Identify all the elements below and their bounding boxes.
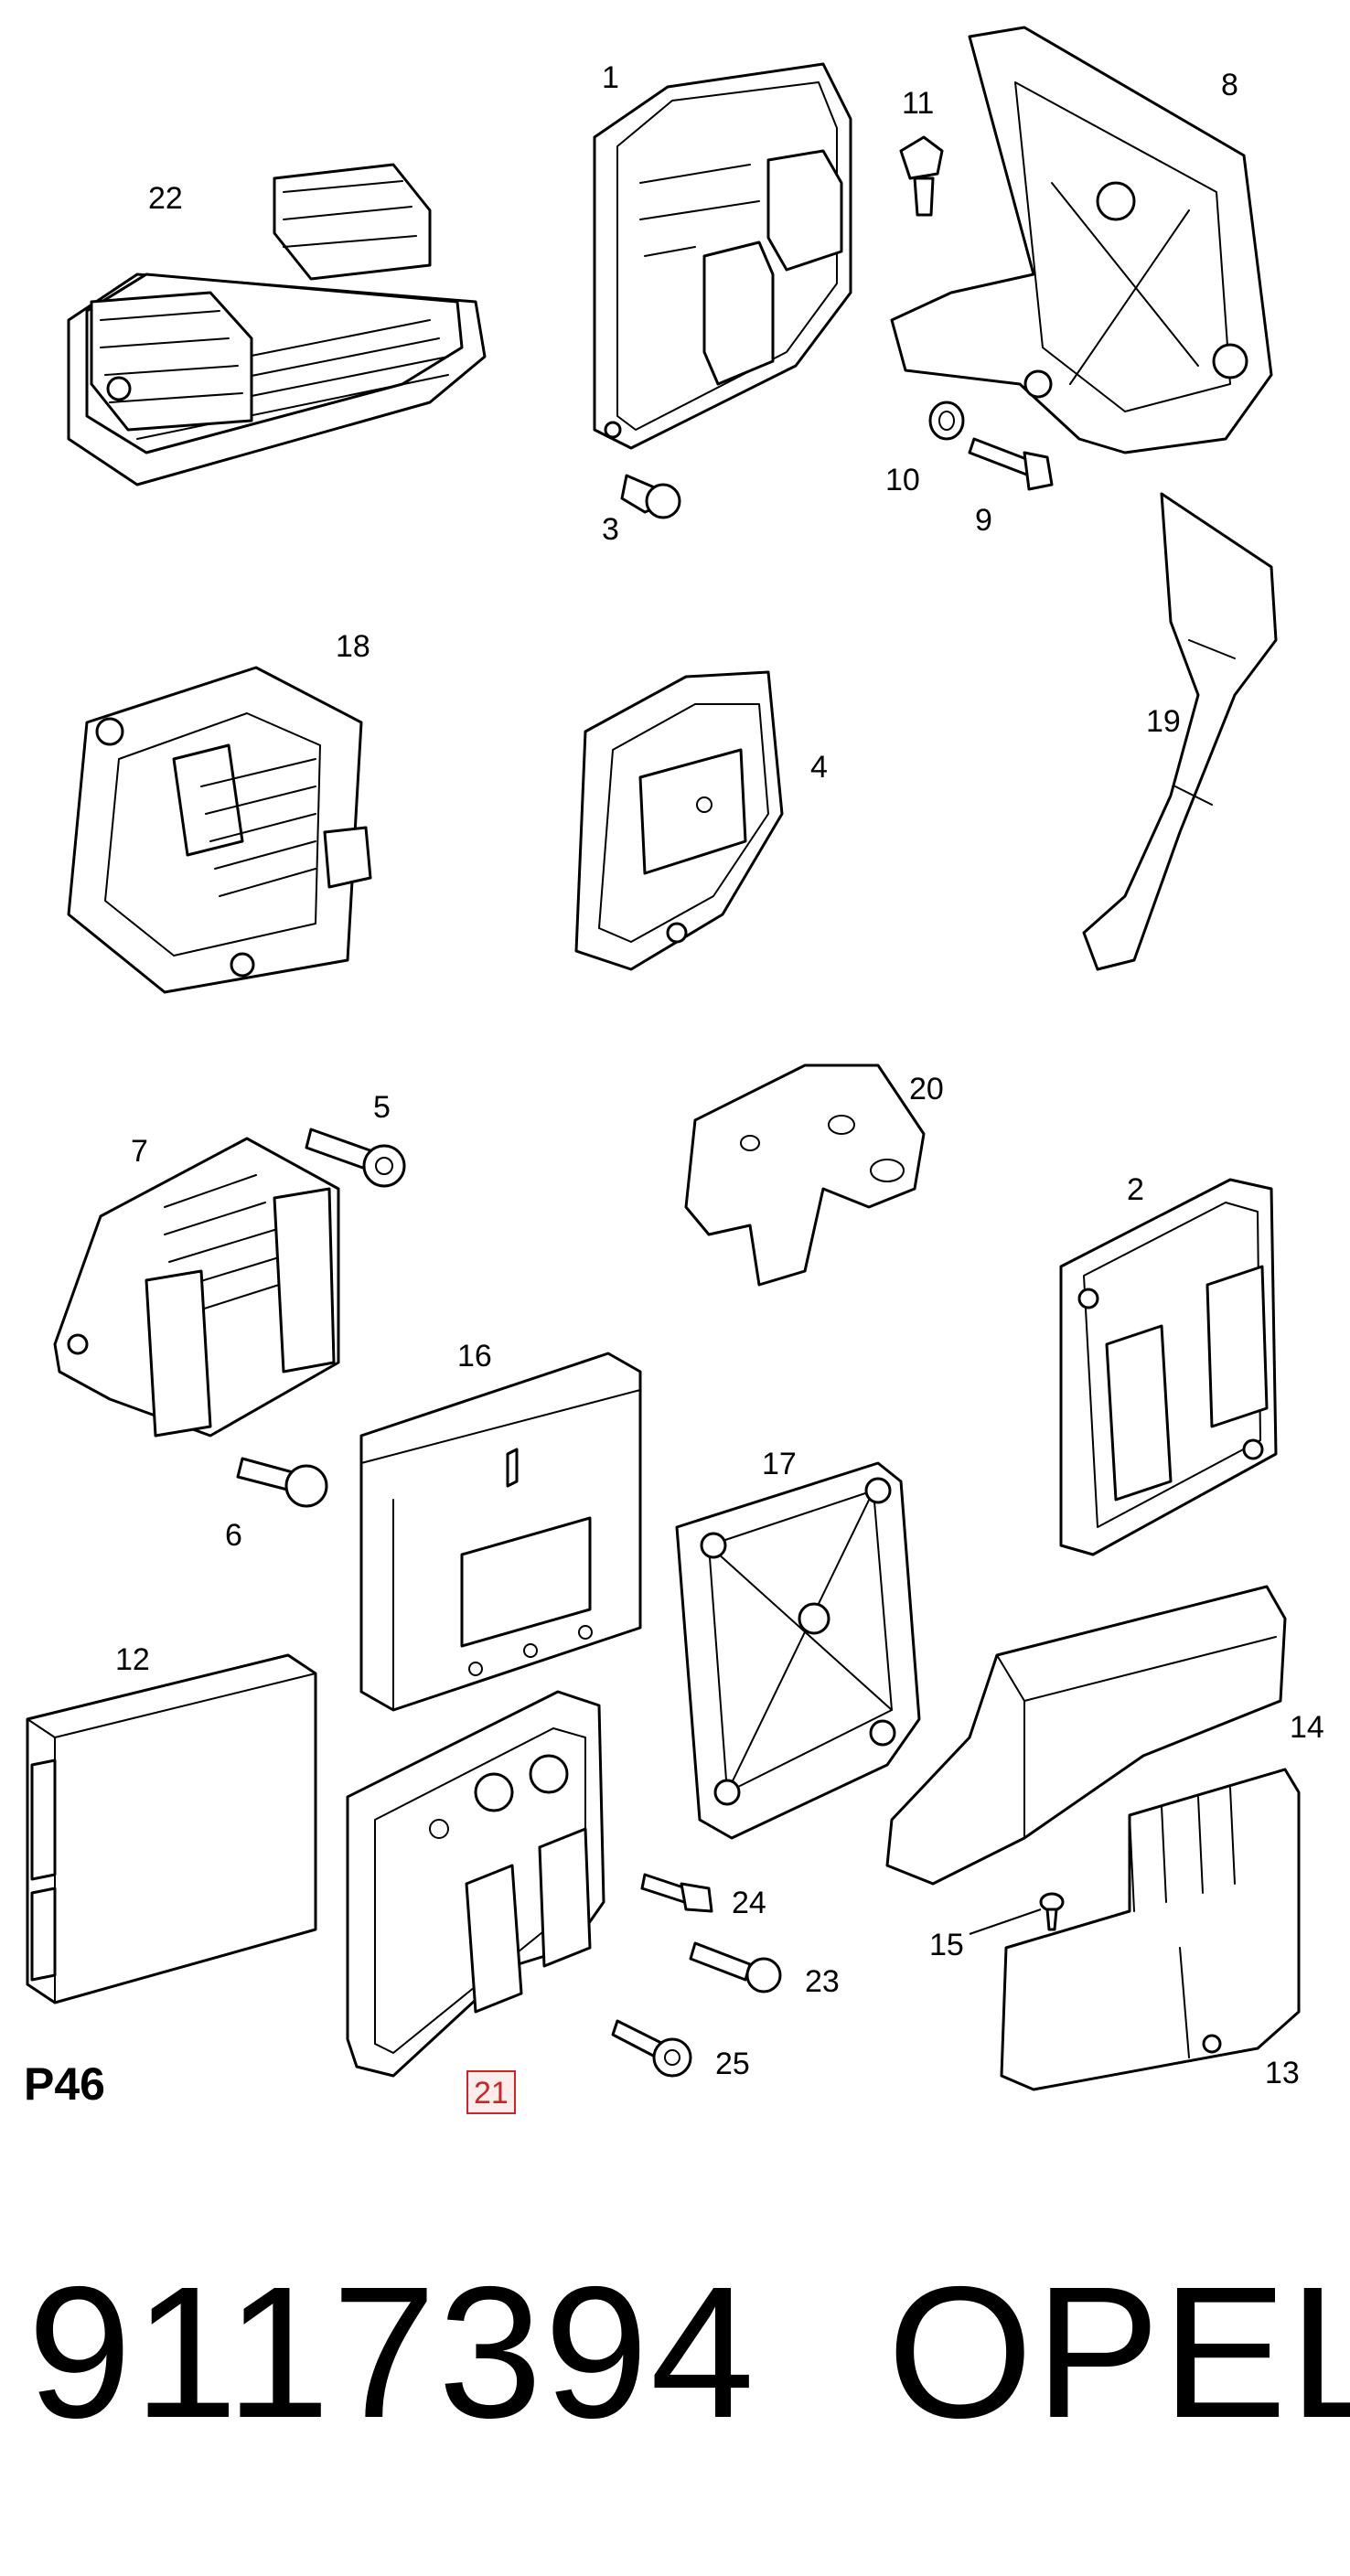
callout-21-highlight-box [466,2070,516,2114]
callout-20: 20 [909,1072,944,1106]
part-15-screw [1039,1892,1065,1931]
part-13-tray [1000,1768,1301,2091]
callout-4: 4 [810,750,828,785]
page-code-label: P46 [24,2058,105,2110]
part-6-screw [236,1457,328,1508]
callout-7: 7 [131,1134,148,1169]
part-24-screw [640,1873,713,1913]
callout-3: 3 [602,512,619,547]
part-17-cover-plate [675,1461,921,1840]
part-3-screw [620,474,681,519]
callout-24: 24 [732,1886,766,1920]
callout-10: 10 [885,463,920,497]
callout-15: 15 [929,1928,964,1962]
part-23-screw [689,1941,782,1993]
exploded-parts-diagram: 1 2 3 4 5 6 7 8 9 10 11 12 13 14 15 16 1… [26,26,1324,2114]
part-5-screw [305,1128,406,1188]
callout-5: 5 [373,1090,391,1125]
part-19-bracket-strap [1082,492,1278,971]
callout-12: 12 [115,1642,150,1677]
part-12-box-module [26,1653,317,2004]
brand-name: OPEL [887,2248,1350,2457]
callout-6: 6 [225,1518,242,1553]
part-number: 9117394 [27,2248,756,2457]
callout-11: 11 [902,86,934,121]
part-16-ecu-box [359,1352,642,1712]
callout-14: 14 [1290,1710,1324,1745]
part-20-bracket [684,1064,926,1287]
part-10-washer [928,401,965,441]
callout-1: 1 [602,60,619,95]
part-21-ecu [346,1690,605,2078]
part-11-screw [899,135,944,217]
part-2-ecu [1059,1178,1278,1556]
callout-23: 23 [805,1964,840,1999]
callout-8: 8 [1221,68,1238,102]
part-7-finned-module [53,1137,340,1438]
part-9-screw [968,437,1054,491]
part-18-finned-ecu [67,666,372,994]
callout-9: 9 [975,503,992,538]
callout-21: 21 [474,2076,509,2111]
part-25-screw [611,2019,692,2078]
callout-19: 19 [1146,704,1181,739]
part-8-bracket [890,26,1273,454]
callout-25: 25 [715,2047,750,2081]
callout-22: 22 [148,181,183,216]
callout-16: 16 [457,1339,492,1374]
part-22-ecu [67,163,487,486]
part-14-cover [885,1585,1287,1886]
part-4-ecu [574,670,784,971]
callout-2: 2 [1127,1172,1144,1207]
callout-18: 18 [336,629,370,664]
callout-13: 13 [1265,2056,1300,2090]
part-1-ecu [593,62,852,450]
leader-15 [969,1908,1042,1935]
callout-17: 17 [762,1447,797,1481]
